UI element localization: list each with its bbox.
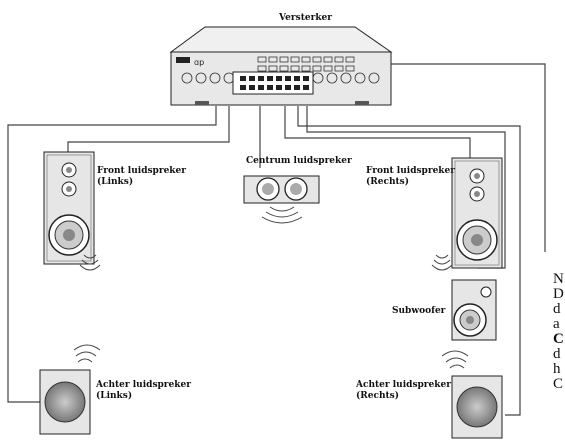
- side-text-line-3: d: [553, 301, 561, 317]
- side-text-line-7: h: [553, 361, 561, 377]
- front-left-label: Front luidspreker (Links): [97, 166, 186, 188]
- cable-front-left: [67, 106, 230, 152]
- center-label: Centrum luidspreker: [246, 156, 352, 166]
- cable-rear-right: [297, 106, 521, 416]
- front-right-speaker: [431, 157, 503, 271]
- subwoofer: [451, 279, 497, 341]
- center-speaker: [243, 175, 320, 224]
- cable-front-right: [284, 106, 471, 158]
- side-text-line-6: d: [553, 346, 561, 362]
- rear-left-label-line1: Achter luidspreker: [96, 380, 191, 390]
- front-right-label-line1: Front luidspreker: [366, 166, 456, 176]
- side-text-line-2: D: [553, 286, 564, 302]
- side-text-line-5: C: [553, 331, 564, 347]
- rear-left-label: Achter luidspreker (Links): [96, 380, 191, 402]
- speaker-cables: [7, 63, 546, 416]
- front-left-label-line2: (Links): [97, 177, 134, 187]
- svg-text:ɑp: ɑp: [194, 58, 204, 67]
- front-right-label: Front luidspreker (Rechts): [366, 166, 455, 188]
- front-left-speaker: [43, 151, 101, 271]
- amplifier-label: Versterker: [279, 13, 333, 23]
- side-text-line-1: N: [553, 271, 564, 287]
- cable-rear-left: [7, 106, 217, 403]
- rear-right-label-line2: (Rechts): [356, 391, 399, 401]
- rear-right-label: Achter luidspreker (Rechts): [356, 380, 451, 402]
- amplifier: ɑp: [169, 26, 393, 106]
- rear-right-label-line1: Achter luidspreker: [356, 380, 451, 390]
- side-text-line-4: a: [553, 316, 560, 332]
- rear-right-speaker: [441, 350, 503, 439]
- cable-side: [385, 63, 546, 252]
- subwoofer-label: Subwoofer: [392, 306, 446, 316]
- front-right-label-line2: (Rechts): [366, 177, 409, 187]
- rear-left-speaker: [39, 344, 101, 435]
- rear-left-label-line2: (Links): [96, 391, 133, 401]
- front-left-label-line1: Front luidspreker: [97, 166, 187, 176]
- side-text-line-8: C: [553, 376, 564, 392]
